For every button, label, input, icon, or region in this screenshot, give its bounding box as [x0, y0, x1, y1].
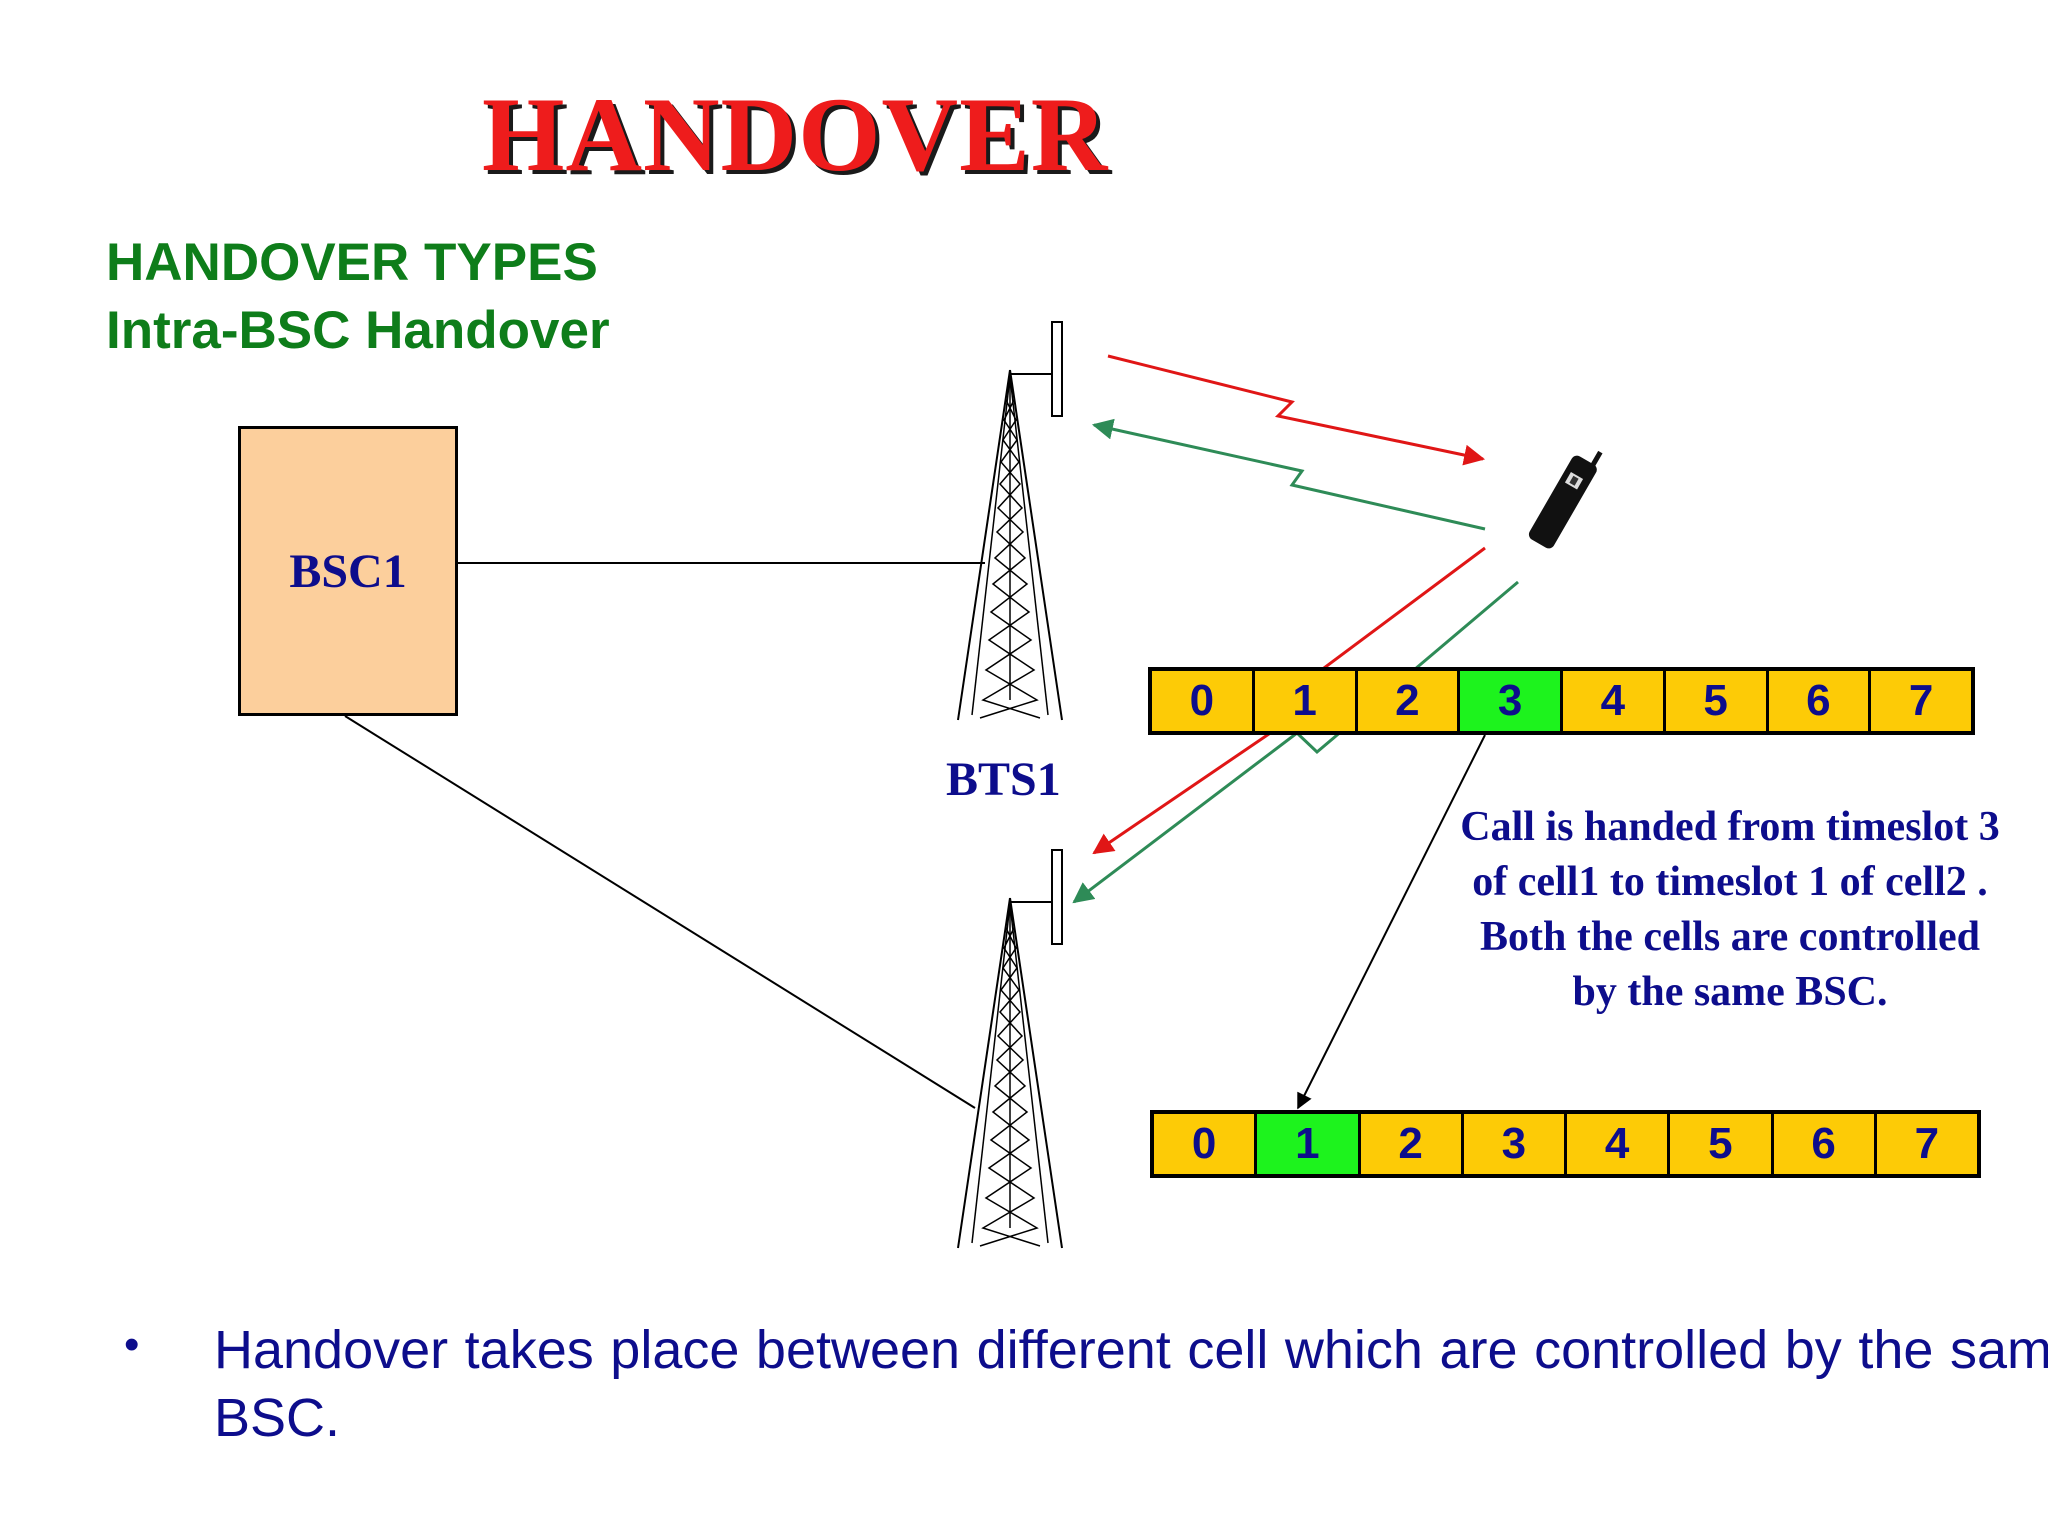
caption-line: Call is handed from timeslot 3 — [1460, 804, 2000, 850]
mobile-phone-icon — [1528, 450, 1603, 549]
bts1-uplink-signal — [1091, 418, 1486, 531]
handover-caption: Call is handed from timeslot 3 of cell1 … — [1430, 800, 2030, 1020]
timeslot: 4 — [1563, 671, 1663, 731]
timeslot: 6 — [1768, 671, 1869, 731]
caption-line: by the same BSC. — [1572, 969, 1888, 1015]
timeslot-active: 1 — [1257, 1114, 1358, 1174]
bullet-text: Handover takes place between different c… — [214, 1320, 2048, 1448]
timeslot: 3 — [1463, 1114, 1564, 1174]
cell2-timeslot-bar: 0 1 2 3 4 5 6 7 — [1150, 1110, 1981, 1178]
timeslot: 0 — [1152, 671, 1252, 731]
bsc-to-bts2-link — [344, 715, 976, 1109]
timeslot: 2 — [1360, 1114, 1461, 1174]
timeslot: 5 — [1665, 671, 1766, 731]
cell1-timeslot-bar: 0 1 2 3 4 5 6 7 — [1148, 667, 1975, 735]
page-title: HANDOVER — [482, 76, 1109, 193]
timeslot: 7 — [1871, 671, 1971, 731]
antenna-tower-icon — [957, 849, 1063, 1249]
timeslot: 4 — [1567, 1114, 1668, 1174]
timeslot: 2 — [1357, 671, 1458, 731]
bullet-dot-icon: • — [124, 1320, 140, 1369]
handover-types-heading: HANDOVER TYPES — [106, 233, 598, 292]
timeslot: 0 — [1154, 1114, 1255, 1174]
timeslot: 7 — [1876, 1114, 1977, 1174]
timeslot: 5 — [1670, 1114, 1771, 1174]
handover-arrow — [1297, 734, 1486, 1110]
caption-line: of cell1 to timeslot 1 of cell2 . — [1472, 859, 1988, 905]
caption-line: Both the cells are controlled — [1479, 914, 1981, 960]
antenna-tower-icon — [957, 321, 1063, 721]
bts-label: BTS1 — [946, 753, 1061, 806]
timeslot-active: 3 — [1460, 671, 1560, 731]
timeslot: 6 — [1773, 1114, 1874, 1174]
bsc-box — [238, 426, 458, 716]
timeslot: 1 — [1254, 671, 1355, 731]
bsc-label: BSC1 — [289, 545, 407, 598]
bts1-downlink-signal — [1107, 354, 1486, 466]
intra-bsc-heading: Intra-BSC Handover — [106, 301, 610, 360]
